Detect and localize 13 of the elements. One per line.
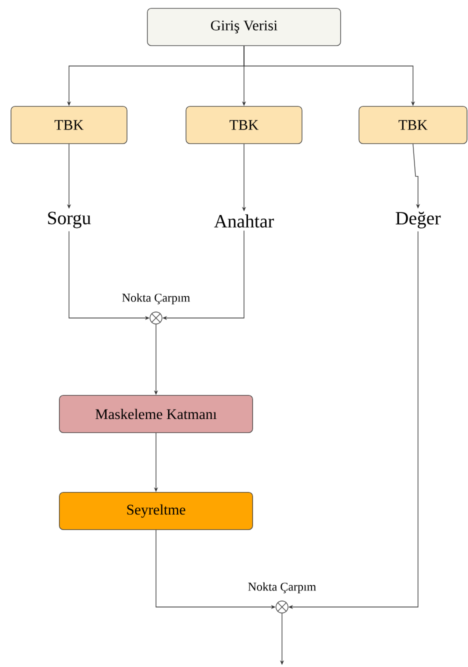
node-label: Değer	[396, 212, 441, 228]
process-box: TBK	[186, 106, 302, 144]
process-box: TBK	[358, 106, 468, 144]
operation-label: Nokta Çarpım	[122, 293, 190, 304]
process-box: Maskeleme Katmanı	[59, 395, 253, 433]
process-box: Giriş Verisi	[147, 8, 341, 46]
operation-label: Nokta Çarpım	[248, 582, 316, 594]
multiply-symbol	[276, 600, 288, 614]
process-box: Seyreltme	[59, 492, 253, 530]
node-label: Anahtar	[214, 214, 274, 228]
node-label: Sorgu	[48, 212, 91, 228]
multiply-symbol	[150, 312, 162, 324]
process-box: TBK	[10, 106, 128, 144]
